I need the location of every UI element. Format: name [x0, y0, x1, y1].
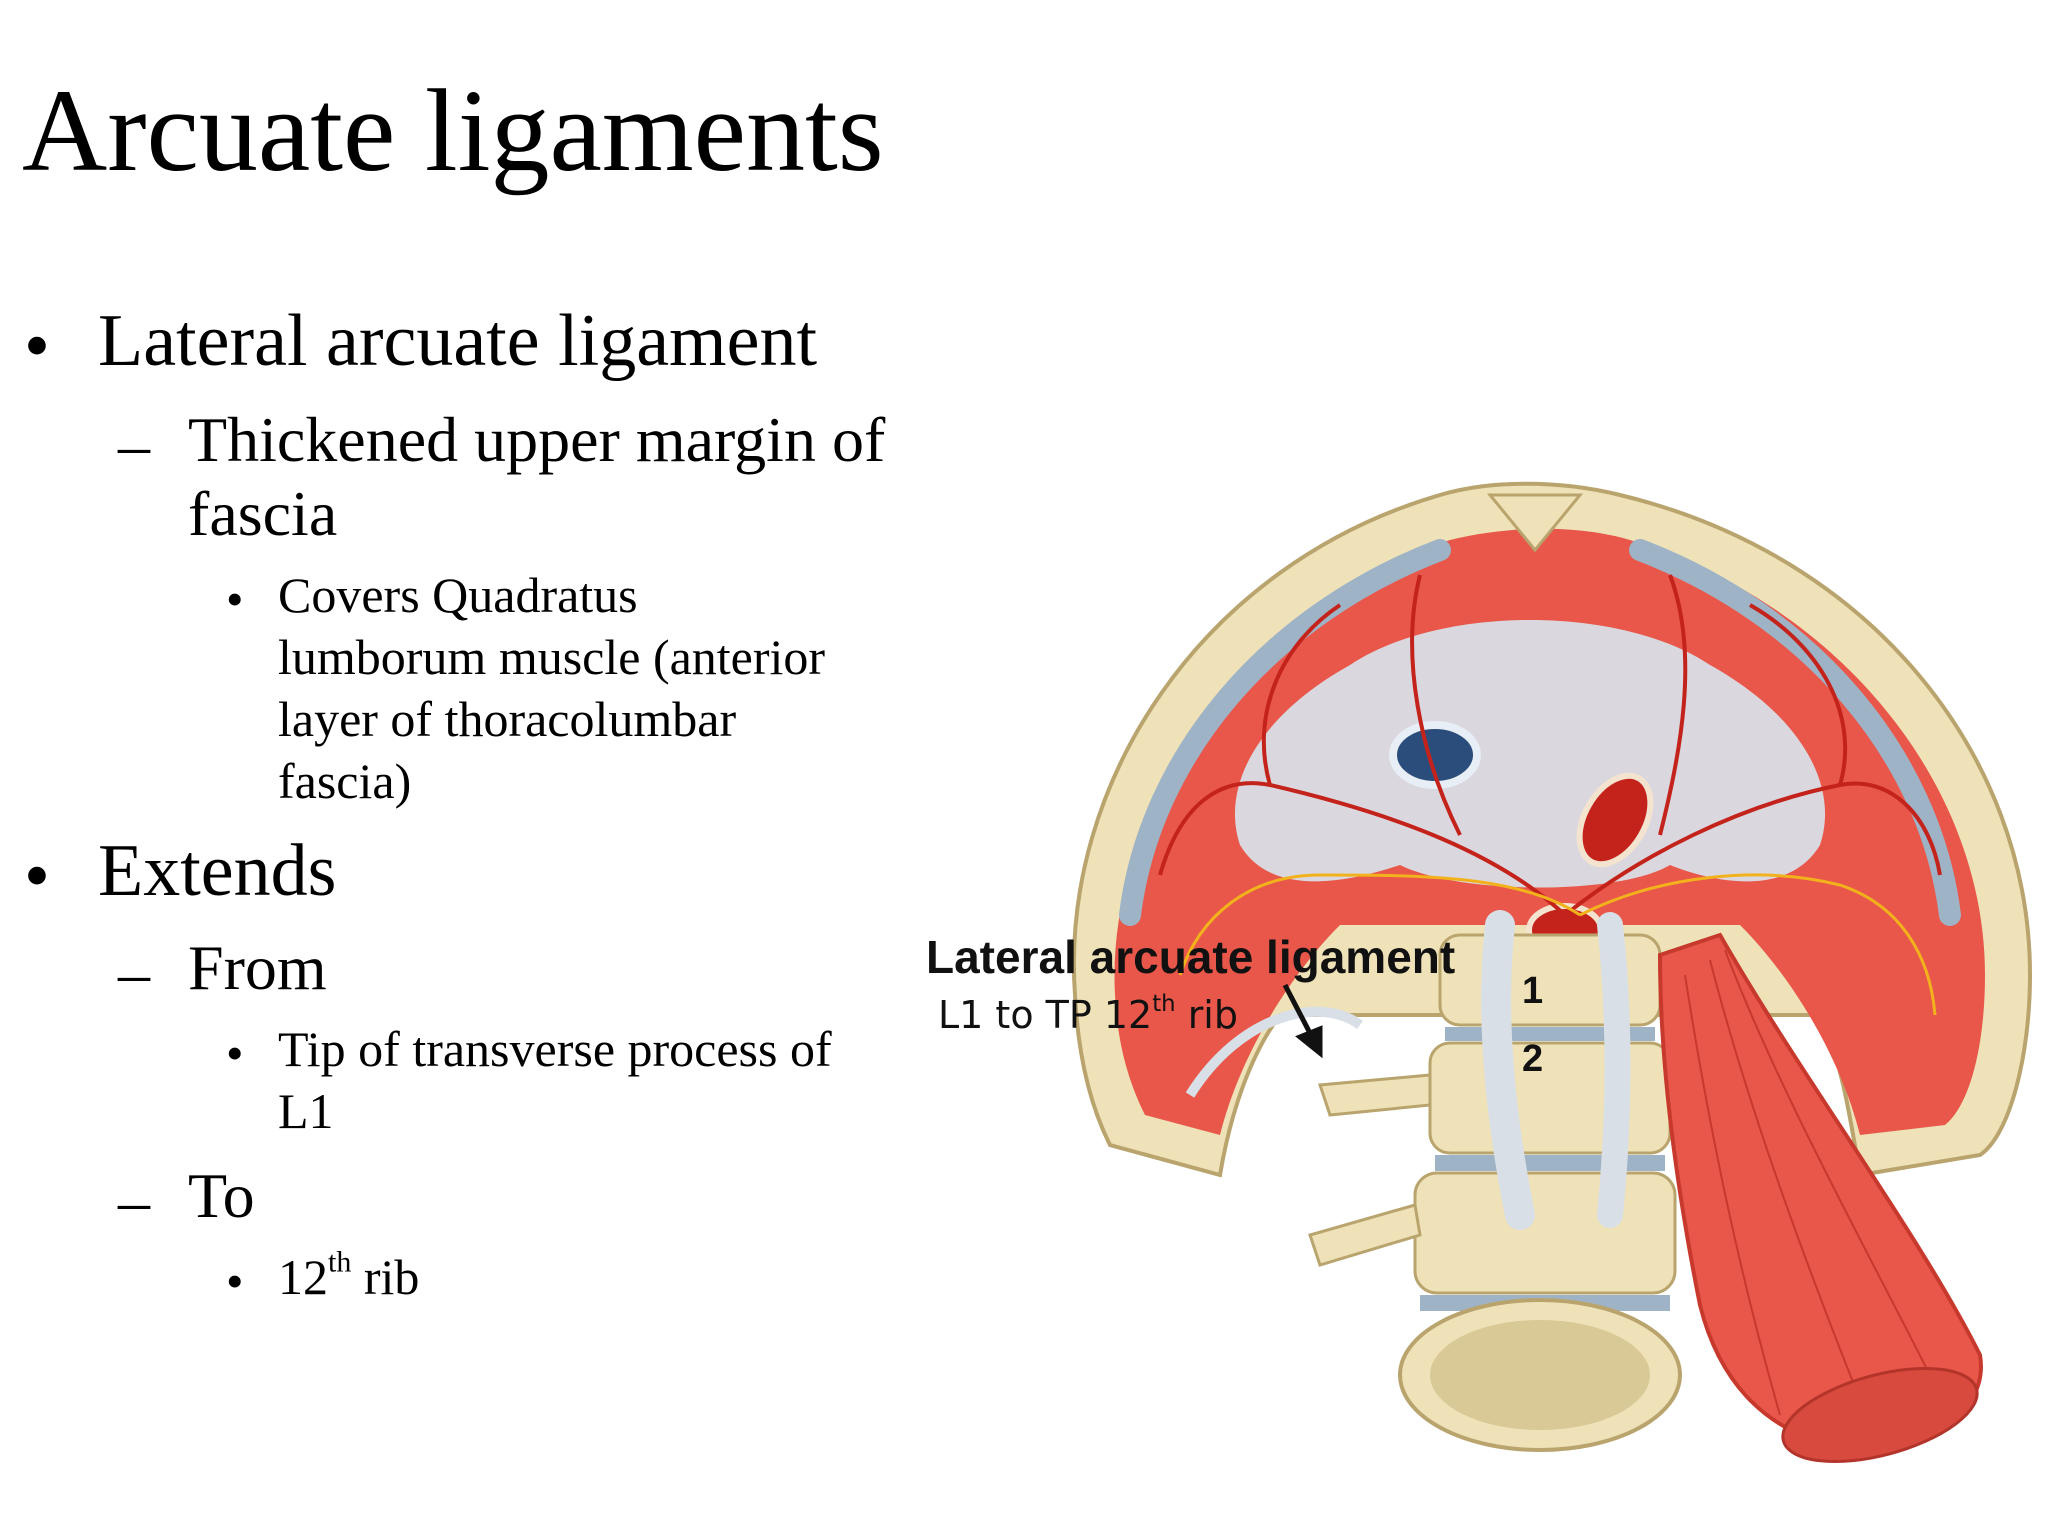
rib-word: rib [351, 1249, 420, 1305]
bullet-lateral-arcuate: Lateral arcuate ligament [98, 300, 818, 382]
sub-sub-bullet-covers-l4: fascia) [278, 753, 412, 809]
left-crus [1597, 912, 1631, 1228]
annotation-lateral-arcuate-title: Lateral arcuate ligament [926, 931, 1456, 983]
annotation-l1-to-tp-post: rib [1175, 993, 1238, 1037]
lateral-arcuate-ligament [1185, 1006, 1363, 1098]
xiphoid-process [1486, 493, 1584, 553]
bullet-extends: Extends [98, 830, 337, 912]
central-tendon [1234, 620, 1826, 888]
annotation-ordinal: th [1152, 990, 1176, 1017]
bullet-icon: • [24, 835, 50, 917]
rib-number: 12 [278, 1249, 328, 1305]
bullet-icon: • [24, 305, 50, 387]
sub-bullet-to: To [188, 1160, 255, 1231]
sub-sub-bullet-tip-l2: L1 [278, 1083, 334, 1139]
sub-bullet-thickened: Thickened upper margin of [188, 404, 886, 475]
right-crus [1481, 910, 1535, 1230]
sub-sub-bullet-covers-l2: lumborum muscle (anterior [278, 629, 826, 685]
annotation-arrow [1282, 983, 1323, 1059]
caval-opening [1389, 721, 1481, 789]
vertebra-label-2: 2 [1522, 1038, 1544, 1080]
dash-icon: – [118, 409, 150, 480]
bullet-icon: • [226, 1253, 244, 1309]
costal-cartilage-left [1119, 539, 1451, 926]
costal-cartilage-right [1629, 539, 1961, 926]
sub-sub-bullet-covers-l1: Covers Quadratus [278, 567, 638, 623]
rib-ordinal: th [328, 1245, 352, 1279]
sub-sub-bullet-covers-l3: layer of thoracolumbar [278, 691, 737, 747]
psoas-fibers [1684, 949, 1941, 1426]
diaphragm-anatomy-illustration [1020, 455, 2048, 1465]
phrenic-arteries [1158, 574, 1942, 917]
slide-title: Arcuate ligaments [22, 65, 884, 196]
phrenic-nerves [1178, 873, 1937, 1016]
sub-sub-bullet-12th-rib: 12th rib [278, 1247, 420, 1305]
sub-sub-bullet-tip-l1: Tip of transverse process of [278, 1021, 832, 1077]
psoas-cut-end [1781, 1366, 1979, 1464]
annotation-l1-to-tp-pre: L1 to TP 12 [938, 993, 1153, 1037]
dash-icon: – [118, 937, 150, 1008]
transverse-processes [1308, 1073, 1432, 1267]
sub-bullet-thickened-cont: fascia [188, 478, 338, 549]
annotation-l1-to-tp: L1 to TP 12th rib [938, 993, 1238, 1037]
lumbar-vertebral-column [1398, 933, 1682, 1452]
vertebra-label-1: 1 [1522, 970, 1544, 1012]
dash-icon: – [118, 1165, 150, 1236]
bullet-icon: • [226, 571, 244, 627]
bullet-icon: • [226, 1025, 244, 1081]
sub-bullet-from: From [188, 932, 327, 1003]
esophageal-hiatus [1576, 772, 1654, 868]
